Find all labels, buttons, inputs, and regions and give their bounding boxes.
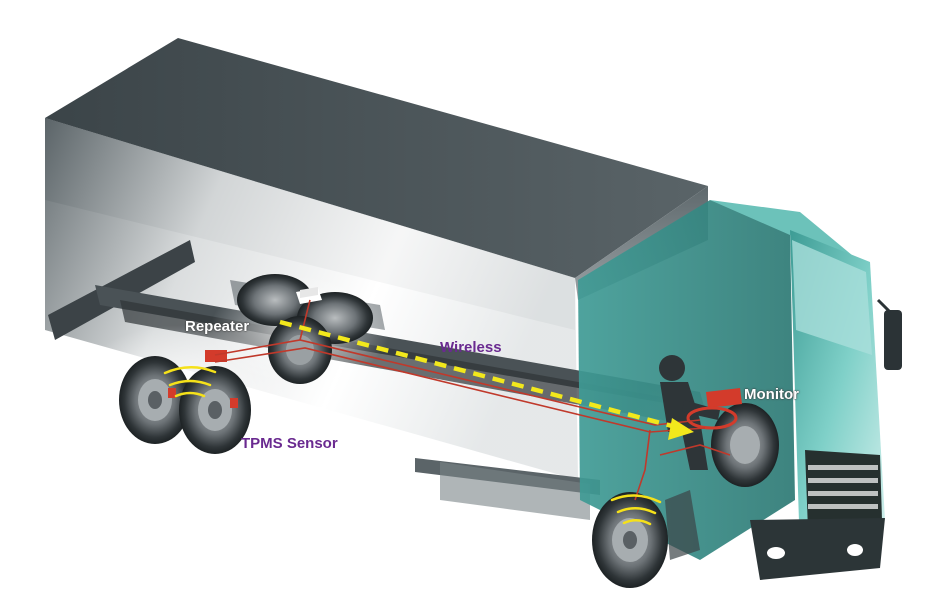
grille (805, 450, 882, 530)
repeater-label: Repeater (185, 318, 249, 335)
monitor-label: Monitor (744, 386, 799, 403)
tpms-sensor-label: TPMS Sensor (241, 435, 338, 452)
mirror (884, 310, 902, 370)
wireless-label: Wireless (440, 339, 502, 356)
